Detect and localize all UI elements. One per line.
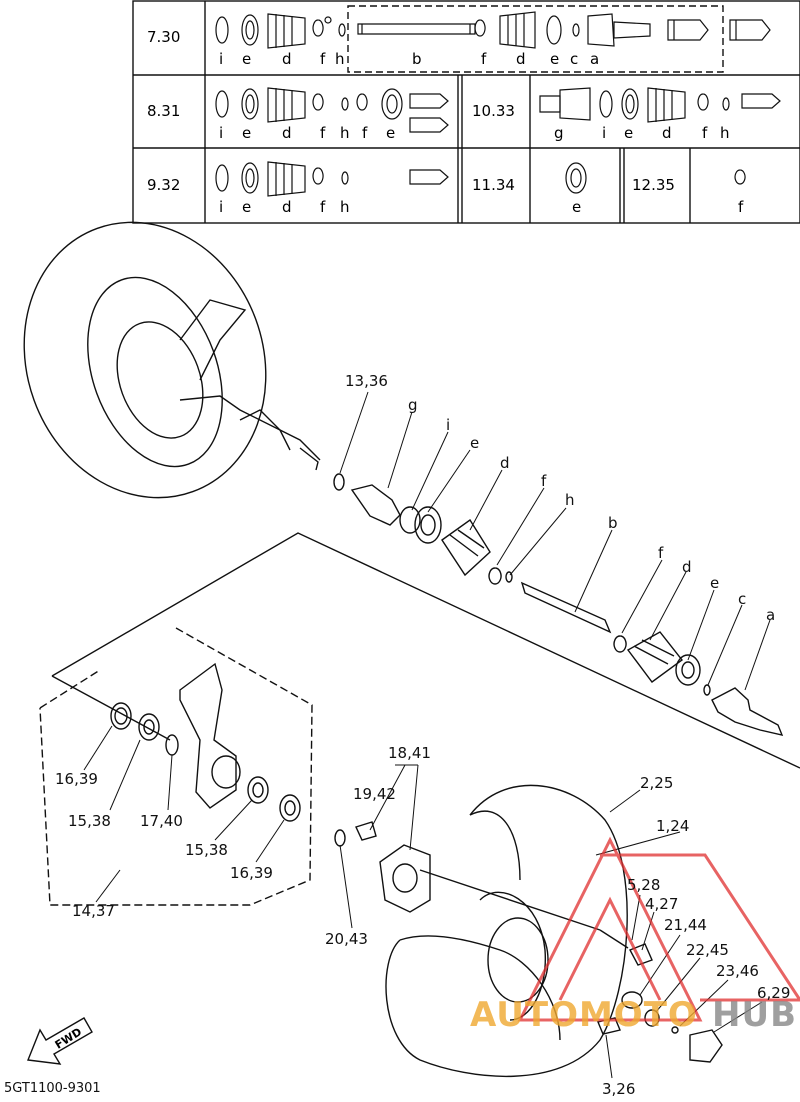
table-letter: c: [570, 50, 579, 68]
table-letter: f: [702, 124, 708, 142]
table-letter: d: [282, 50, 292, 68]
lower-wheel: [385, 784, 723, 1078]
callout-label: 5,28: [627, 876, 661, 894]
callout-label: h: [565, 491, 575, 509]
table-letter: f: [362, 124, 368, 142]
callout-label: 22,45: [686, 941, 729, 959]
callout-label: e: [470, 434, 480, 452]
diagram-code: 5GT1100-9301: [4, 1081, 101, 1096]
table-letter: e: [242, 50, 252, 68]
table-ref-11-34: 11.34: [472, 176, 515, 194]
watermark-logo: [517, 836, 800, 1022]
leader-lines: [83, 391, 771, 1079]
table-letter: h: [340, 124, 350, 142]
table-letter: i: [219, 50, 224, 68]
table-letter: i: [602, 124, 607, 142]
driveshaft-exploded-parts: [333, 473, 784, 736]
watermark-text-hub: HUB: [712, 995, 797, 1035]
callout-label: a: [766, 606, 776, 624]
callout-label: 16,39: [55, 770, 98, 788]
callout-label: c: [738, 590, 747, 608]
table-letter: f: [481, 50, 487, 68]
table-ref-7-30: 7.30: [147, 28, 181, 46]
callout-label: 20,43: [325, 930, 368, 948]
table-ref-9-32: 9.32: [147, 176, 181, 194]
callout-label: 15,38: [68, 812, 111, 830]
table-letter: b: [412, 50, 422, 68]
callout-label: f: [541, 472, 547, 490]
table-letter: h: [720, 124, 730, 142]
callout-label: i: [446, 416, 451, 434]
callout-label: 23,46: [716, 962, 759, 980]
callout-label: b: [608, 514, 618, 532]
callout-label: g: [408, 396, 418, 414]
table-ref-12-35: 12.35: [632, 176, 675, 194]
table-letter: g: [554, 124, 564, 142]
callout-label: 13,36: [345, 372, 388, 390]
table-letter: e: [242, 198, 252, 216]
callout-label: d: [500, 454, 510, 472]
table-letter: e: [572, 198, 582, 216]
table-letter: f: [320, 50, 326, 68]
callout-label: 17,40: [140, 812, 183, 830]
table-letter: e: [624, 124, 634, 142]
table-letter: a: [590, 50, 600, 68]
callout-label: 19,42: [353, 785, 396, 803]
table-letter: h: [335, 50, 345, 68]
callout-label: 1,24: [656, 817, 690, 835]
callout-label: 4,27: [645, 895, 679, 913]
table-letter: f: [738, 198, 744, 216]
callout-label: 21,44: [664, 916, 707, 934]
callout-label: 15,38: [185, 841, 228, 859]
callout-label: e: [710, 574, 720, 592]
table-letter: d: [516, 50, 526, 68]
row2-icons: [215, 87, 781, 133]
table-letter: e: [550, 50, 560, 68]
table-letter: i: [219, 198, 224, 216]
table-letter: e: [242, 124, 252, 142]
table-letter: h: [340, 198, 350, 216]
table-letter: d: [282, 198, 292, 216]
table-letter: f: [320, 124, 326, 142]
knuckle-bearings: [110, 662, 346, 847]
watermark-text-automoto: AUTOMOTO: [470, 995, 698, 1035]
row3-icons: [215, 161, 746, 197]
table-letter: e: [386, 124, 396, 142]
table-letter: f: [320, 198, 326, 216]
parts-kit-table: [132, 0, 800, 224]
callout-label: 6,29: [757, 984, 791, 1002]
table-letter: d: [282, 124, 292, 142]
callout-label: d: [682, 558, 692, 576]
fwd-arrow-icon: [27, 1017, 93, 1065]
row1-icons: [215, 11, 771, 49]
table-ref-10-33: 10.33: [472, 102, 515, 120]
callout-label: 18,41: [388, 744, 431, 762]
callout-label: f: [658, 544, 664, 562]
table-letter: d: [662, 124, 672, 142]
hub-assembly: [355, 821, 601, 931]
callout-label: 2,25: [640, 774, 674, 792]
table-letter: i: [219, 124, 224, 142]
upper-wheel-assembly: [23, 221, 321, 499]
callout-label: 16,39: [230, 864, 273, 882]
table-ref-8-31: 8.31: [147, 102, 181, 120]
callout-label: 3,26: [602, 1080, 636, 1098]
callout-label: 14,37: [72, 902, 115, 920]
